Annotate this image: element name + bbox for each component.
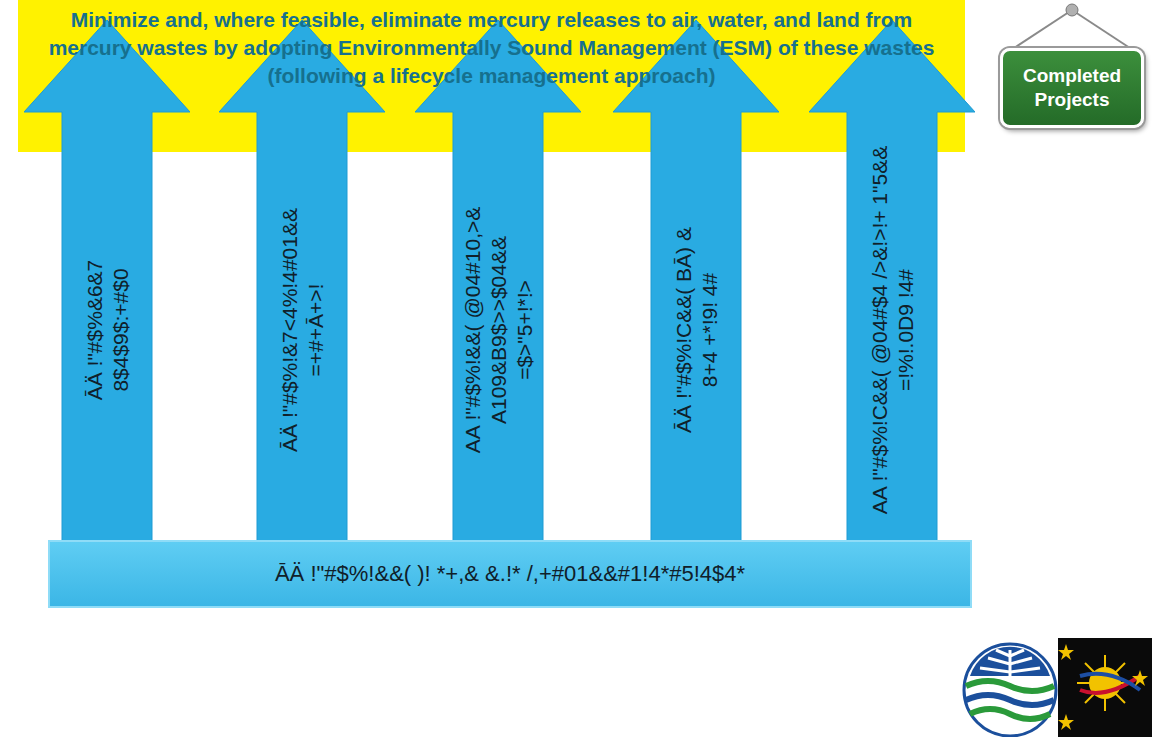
arrow-text: A109&B9$>>$04&& (485, 122, 511, 537)
project-arrow: AA !"#$%!&&( @04#10,>&A109&B9$>>$04&&=$>… (415, 20, 581, 545)
sign-hanger (1008, 4, 1136, 52)
arrow-text-holder: AA !"#$%!&&( @04#10,>&A109&B9$>>$04&&=$>… (459, 122, 537, 537)
project-arrow: AA !"#$%!C&&( @04#$4 />&!>!+ 1"5&&=!%!.0… (809, 20, 975, 545)
bar-text: ĀÄ !"#$%!&&( )! *+,& &.!* /,+#01&&#1!4*#… (275, 560, 745, 588)
arrow-shape (809, 20, 975, 545)
arrow-text: =$>"5+!*!> (511, 122, 537, 537)
arrow-shape (613, 20, 779, 545)
arrow-text-holder: ĀÄ !"#$%!C&&( BĀ) &8+4 +*!9! 4# (670, 122, 722, 537)
arrow-text-holder: ĀÄ !"#$%&6&78$4$9$:+#$0 (81, 122, 133, 537)
arrow-text: ĀÄ !"#$%&6&7 (81, 122, 107, 537)
base-bar: ĀÄ !"#$%!&&( )! *+,& &.!* /,+#01&&#1!4*#… (48, 540, 972, 608)
arrow-text: 8+4 +*!9! 4# (696, 122, 722, 537)
project-arrow: ĀÄ !"#$%!&7<4%!4#01&&=+#+Ā+>! (219, 20, 385, 545)
completed-sign: Completed Projects (1000, 48, 1144, 128)
philippine-emblem (1058, 638, 1152, 737)
goal-text: Minimize and, where feasible, eliminate … (32, 6, 951, 90)
sign-text: Completed Projects (1013, 64, 1131, 112)
arrow-shape (219, 20, 385, 545)
arrow-text: AA !"#$%!&&( @04#10,>& (459, 122, 485, 537)
project-arrow: ĀÄ !"#$%&6&78$4$9$:+#$0 (24, 20, 190, 545)
arrow-text: AA !"#$%!C&&( @04#$4 />&!>!+ 1"5&& (866, 122, 892, 537)
arrow-text: ĀÄ !"#$%!&7<4%!4#01&& (276, 122, 302, 537)
arrow-text-holder: AA !"#$%!C&&( @04#$4 />&!>!+ 1"5&&=!%!.0… (866, 122, 918, 537)
project-arrow: ĀÄ !"#$%!C&&( BĀ) &8+4 +*!9! 4# (613, 20, 779, 545)
arrow-shape (24, 20, 190, 545)
arrow-text-holder: ĀÄ !"#$%!&7<4%!4#01&&=+#+Ā+>! (276, 122, 328, 537)
arrow-text: =+#+Ā+>! (302, 122, 328, 537)
arrow-text: 8$4$9$:+#$0 (107, 122, 133, 537)
arrow-text: =!%!.0D9 !4# (892, 122, 918, 537)
arrow-text: ĀÄ !"#$%!C&&( BĀ) & (670, 122, 696, 537)
denr-logo (964, 644, 1056, 736)
